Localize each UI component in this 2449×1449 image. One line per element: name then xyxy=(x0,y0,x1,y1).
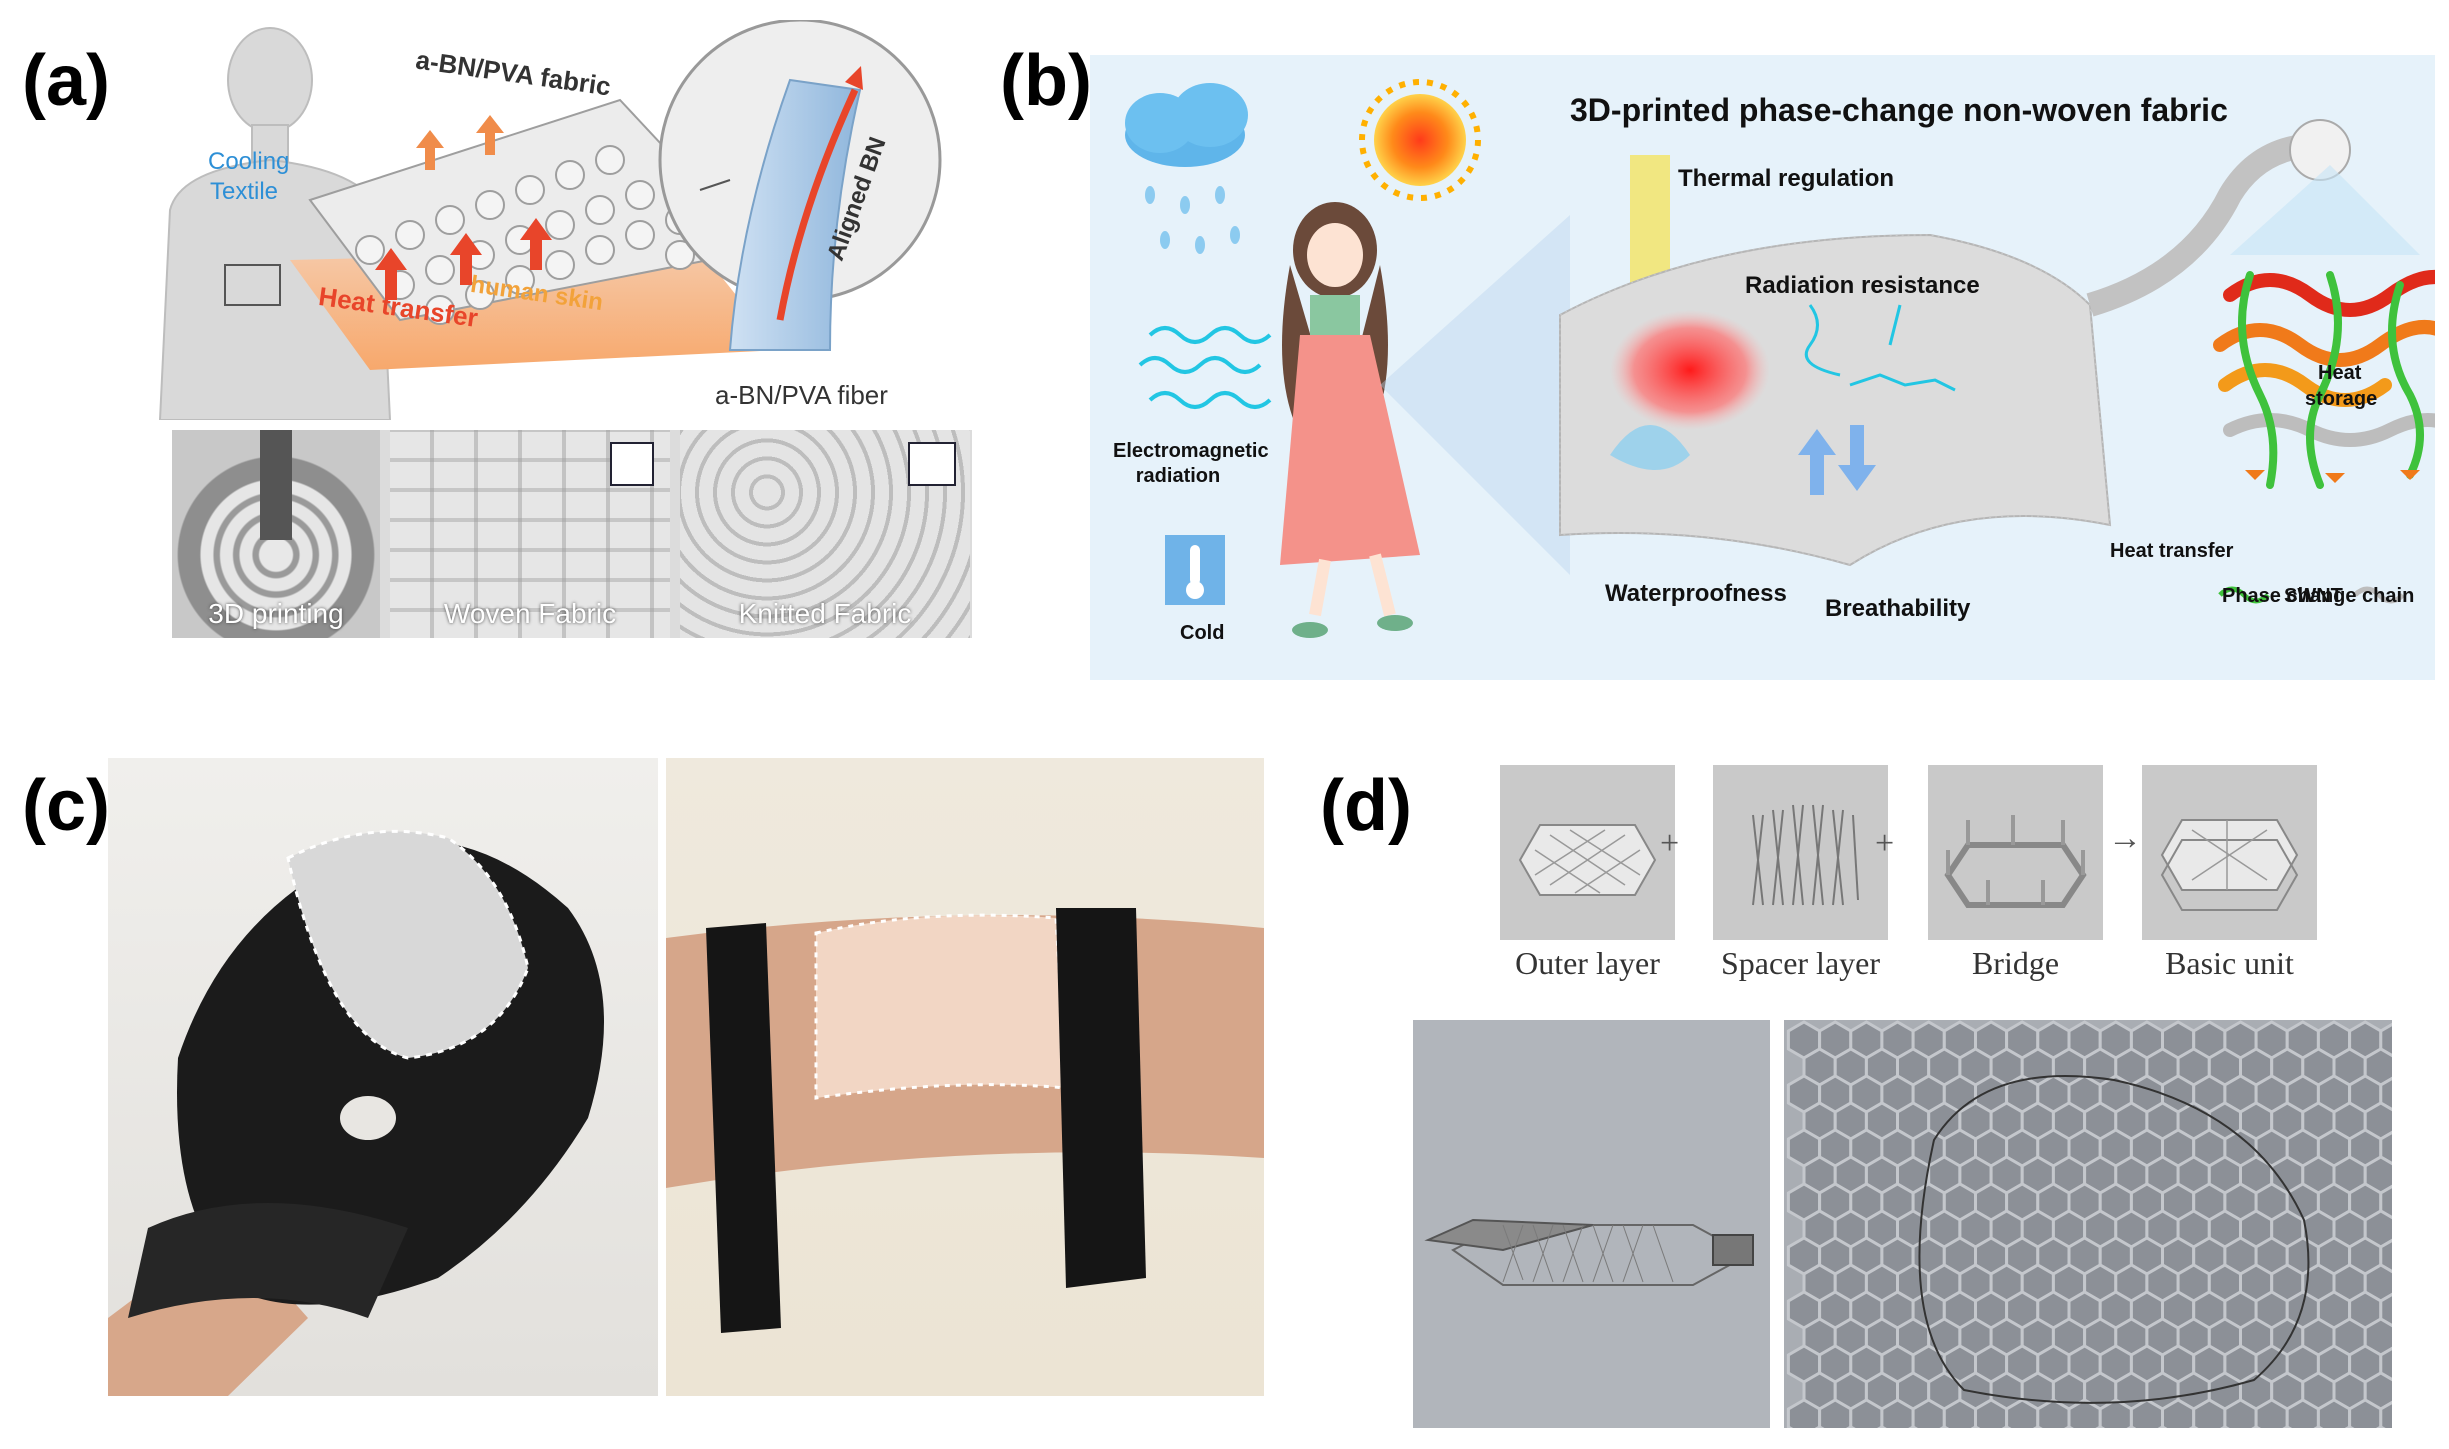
label-em-line2: radiation xyxy=(1135,465,1221,487)
label-waterproofness: Waterproofness xyxy=(1605,580,1787,607)
label-textile: Textile xyxy=(210,178,279,205)
girl-figure xyxy=(1280,202,1420,638)
label-em-line1: Electromagnetic xyxy=(1113,440,1269,462)
hex-cell xyxy=(2126,1425,2137,1428)
photo-3d-printing: 3D printing xyxy=(172,430,380,638)
legend-pcc-swatch xyxy=(2353,586,2405,604)
hex-cell xyxy=(2001,1425,2012,1428)
legend-swnt-label: SWNT xyxy=(2284,585,2343,607)
hex-cell xyxy=(2220,1425,2230,1428)
hex-cell xyxy=(1877,1425,1887,1428)
label-heat-transfer-b: Heat transfer xyxy=(2110,540,2234,562)
woven-icon xyxy=(610,442,654,486)
legend-swnt-swatch xyxy=(2218,586,2270,604)
panel-b-illustration xyxy=(1125,79,2435,638)
photo-knitted-fabric: Knitted Fabric xyxy=(680,430,970,638)
wrist-drawing xyxy=(666,908,1264,1333)
hex-cell xyxy=(2251,1425,2261,1428)
label-cooling: Cooling xyxy=(208,148,290,175)
hex-cell xyxy=(1939,1425,1950,1428)
hex-cell xyxy=(2313,1425,2324,1428)
photo-woven-fabric: Woven Fabric xyxy=(390,430,670,638)
hex-cell xyxy=(2095,1425,2105,1428)
label-outer-layer: Outer layer xyxy=(1515,945,1660,981)
hex-cell xyxy=(1846,1425,1856,1428)
panel-a-letter: (a) xyxy=(22,41,110,121)
caption-woven-fabric: Woven Fabric xyxy=(443,598,617,629)
honeycomb-grid xyxy=(1784,1020,2392,1428)
glove-drawing xyxy=(108,829,604,1396)
heat-arrows xyxy=(375,115,552,300)
op-plus-1: + xyxy=(1660,825,1680,862)
heat-spot xyxy=(1610,310,1770,430)
sun-icon xyxy=(1359,79,1481,201)
hex-cell xyxy=(2064,1425,2074,1428)
unit-spacer-layer-image xyxy=(1713,765,1888,940)
printer-nozzle xyxy=(260,430,292,540)
hex-cell xyxy=(2157,1425,2168,1428)
hex-cell xyxy=(2033,1425,2043,1428)
label-heat-storage-line1: Heat xyxy=(2318,362,2362,384)
panel-b-letter: (b) xyxy=(1000,41,1092,121)
unit-bridge-image xyxy=(1928,765,2103,940)
hex-cell xyxy=(2188,1425,2199,1428)
label-basic-unit: Basic unit xyxy=(2165,945,2294,981)
op-plus-2: + xyxy=(1875,825,1895,862)
label-radiation-resistance: Radiation resistance xyxy=(1745,272,1980,299)
label-bridge: Bridge xyxy=(1971,945,2060,981)
em-wave-icon xyxy=(1138,326,1272,409)
radiation-arrows xyxy=(1804,304,1956,392)
foot-outline xyxy=(1918,1075,2310,1404)
chain-network xyxy=(2213,270,2435,489)
panel-c-letter: (c) xyxy=(22,766,110,846)
label-cold: Cold xyxy=(1180,622,1225,644)
heat-transfer-arrows xyxy=(2245,470,2420,483)
cold-thermometer-icon xyxy=(1165,535,1225,605)
label-heat-storage-line2: storage xyxy=(2305,388,2378,410)
label-fiber: a-BN/PVA fiber xyxy=(715,380,888,410)
fabric-weave xyxy=(308,98,762,325)
op-arrow: → xyxy=(2108,820,2142,857)
water-splash-icon xyxy=(1610,425,1690,470)
label-breathability: Breathability xyxy=(1825,595,1971,622)
hex-cell xyxy=(1908,1425,1918,1428)
rain-cloud-icon xyxy=(1125,83,1248,254)
caption-knitted-fabric: Knitted Fabric xyxy=(738,598,912,629)
zoom-box xyxy=(224,264,281,306)
photo-glove xyxy=(108,758,658,1396)
photo-strip: 3D printing Woven Fabric Knitted Fabric xyxy=(172,430,972,638)
hex-cell xyxy=(1814,1425,1825,1428)
panel-a-illustration xyxy=(158,20,942,420)
honeycomb-svg xyxy=(1786,1020,2392,1428)
fiber-bundle xyxy=(2086,133,2321,317)
breathability-arrows xyxy=(1798,425,1876,495)
panel-b-title: 3D-printed phase-change non-woven fabric xyxy=(1570,92,2228,128)
hex-cell xyxy=(1970,1425,1981,1428)
hex-cell xyxy=(2344,1425,2355,1428)
unit-outer-layer-image xyxy=(1500,765,1675,940)
hex-cell xyxy=(2282,1425,2292,1428)
unit-basic-unit-image xyxy=(2142,765,2317,940)
label-thermal-regulation: Thermal regulation xyxy=(1678,165,1895,192)
hex-cell xyxy=(2376,1425,2386,1428)
unit-3d-view xyxy=(1413,1020,1770,1428)
knitted-icon xyxy=(908,442,956,486)
photo-wrist-band xyxy=(666,758,1264,1396)
label-spacer-layer: Spacer layer xyxy=(1720,945,1880,981)
caption-3d-printing: 3D printing xyxy=(208,598,344,629)
panel-d-letter: (d) xyxy=(1320,766,1412,846)
legend-pcc-label: Phase change chain xyxy=(2222,585,2415,607)
